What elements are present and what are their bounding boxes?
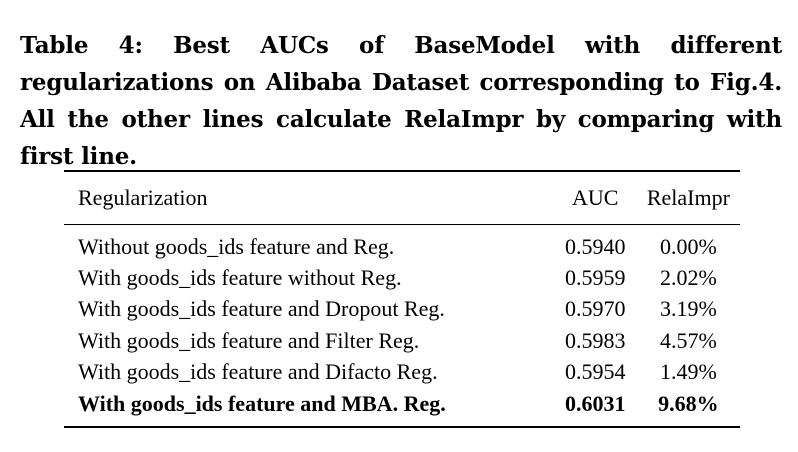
header-relaimpr: RelaImpr bbox=[646, 185, 730, 210]
results-table-container: Regularization AUC RelaImpr Without good… bbox=[64, 170, 740, 428]
cell-regularization: With goods_ids feature and Dropout Reg. bbox=[78, 296, 445, 322]
results-table: Regularization AUC RelaImpr Without good… bbox=[64, 170, 740, 428]
cell-auc: 0.5940 bbox=[565, 233, 626, 259]
cell-relaimpr: 4.57% bbox=[659, 327, 717, 353]
cell-auc: 0.6031 bbox=[565, 390, 626, 416]
cell-regularization: With goods_ids feature and MBA. Reg. bbox=[78, 390, 446, 416]
table-row: With goods_ids feature without Reg. 0.59… bbox=[64, 262, 740, 294]
cell-relaimpr: 2.02% bbox=[659, 264, 717, 290]
header-regularization: Regularization bbox=[78, 185, 208, 210]
cell-regularization: With goods_ids feature without Reg. bbox=[78, 264, 402, 290]
cell-auc: 0.5970 bbox=[565, 296, 626, 322]
cell-auc: 0.5954 bbox=[565, 359, 626, 385]
cell-auc: 0.5959 bbox=[565, 264, 626, 290]
table-caption: Table 4: Best AUCs of BaseModel with dif… bbox=[20, 27, 782, 175]
table-row-best: With goods_ids feature and MBA. Reg. 0.6… bbox=[64, 388, 740, 427]
table-header-row: Regularization AUC RelaImpr bbox=[64, 171, 740, 225]
header-auc: AUC bbox=[572, 185, 619, 210]
cell-auc: 0.5983 bbox=[565, 327, 626, 353]
cell-relaimpr: 3.19% bbox=[659, 296, 717, 322]
table-row: With goods_ids feature and Difacto Reg. … bbox=[64, 357, 740, 389]
cell-relaimpr: 0.00% bbox=[659, 233, 717, 259]
table-row: With goods_ids feature and Dropout Reg. … bbox=[64, 294, 740, 326]
cell-regularization: With goods_ids feature and Difacto Reg. bbox=[78, 359, 438, 385]
cell-regularization: Without goods_ids feature and Reg. bbox=[78, 233, 395, 259]
caption-label: Table 4: bbox=[20, 32, 143, 59]
cell-regularization: With goods_ids feature and Filter Reg. bbox=[78, 327, 420, 353]
caption-text: Best AUCs of BaseModel with different re… bbox=[20, 32, 782, 170]
table-row: With goods_ids feature and Filter Reg. 0… bbox=[64, 325, 740, 357]
cell-relaimpr: 1.49% bbox=[659, 359, 717, 385]
table-row: Without goods_ids feature and Reg. 0.594… bbox=[64, 225, 740, 263]
cell-relaimpr: 9.68% bbox=[658, 390, 719, 416]
